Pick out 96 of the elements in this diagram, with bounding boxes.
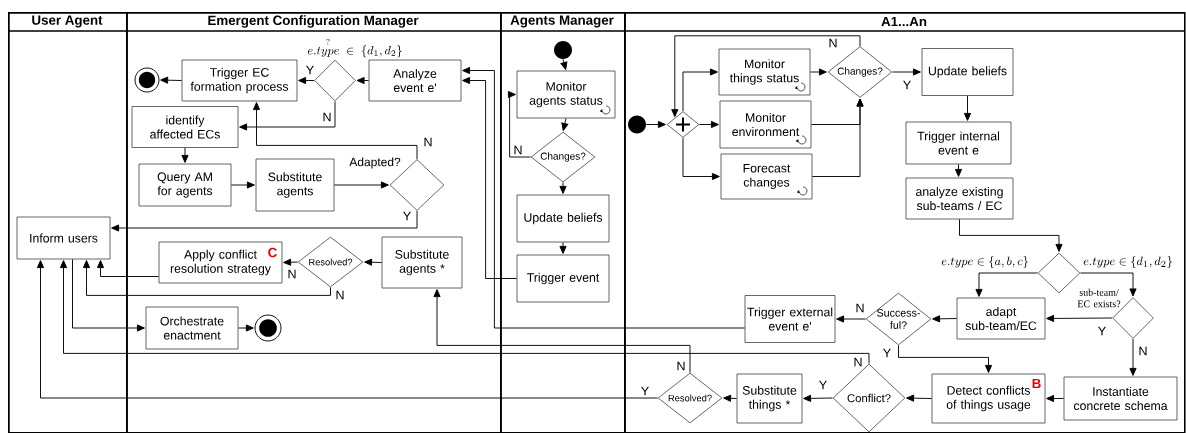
arrow (811, 98, 864, 177)
arrow (1079, 272, 1137, 297)
end-node (254, 314, 282, 342)
arrow (1046, 314, 1113, 322)
decision-label: Adapted? (349, 157, 401, 169)
process-box: Substitute agents (255, 158, 335, 212)
arrow (356, 76, 370, 85)
process-box: identify affected ECs (131, 106, 239, 148)
arrow (559, 241, 567, 254)
arrow (462, 66, 746, 329)
edge-label: N (675, 360, 687, 372)
arrow (160, 76, 183, 84)
corner-letter: B (1032, 378, 1041, 389)
process-box: Substitute things * (736, 373, 803, 424)
decision-diamond (1037, 252, 1081, 294)
arrow (364, 258, 383, 266)
arrow (560, 58, 568, 70)
decision-label: sub-team/ EC exists? (1077, 288, 1121, 308)
process-box: Monitor agents status (516, 70, 616, 119)
process-box: Update beliefs (516, 194, 610, 243)
arrow (72, 258, 145, 332)
process-box: Trigger EC formation process (181, 59, 298, 102)
arrow (959, 218, 1063, 252)
arrow (239, 100, 336, 131)
arrow (803, 394, 834, 402)
decision-label: $e.\overset{?}{type} \in \{d_1, d_2\}$ (307, 38, 402, 58)
arrow (682, 68, 718, 112)
arrow (507, 90, 532, 158)
process-box: Analyze event e' (368, 59, 462, 102)
process-box: analyze existing sub-teams / EC (905, 177, 1014, 220)
arrow (975, 272, 1039, 297)
edge-label: Y (882, 347, 893, 359)
process-box: adapt sub-team/EC (956, 297, 1046, 340)
edge-label: N (1137, 345, 1149, 357)
edge-label: N (827, 37, 839, 49)
edge-label: N (854, 302, 866, 314)
arrow (462, 76, 518, 279)
start-node (628, 115, 646, 134)
edge-label: $e.type \in \{d_1, d_2\}$ (1082, 255, 1174, 269)
arrow (891, 68, 921, 76)
edge-label: N (422, 136, 434, 148)
arrow (698, 120, 719, 129)
arrow (283, 258, 299, 266)
arrow (836, 315, 867, 323)
arrow (1129, 338, 1137, 376)
arrow (333, 181, 389, 189)
edge-label: N (334, 289, 346, 301)
arrow (559, 181, 567, 194)
start-node (554, 41, 572, 59)
process-box: Trigger external event e' (744, 295, 836, 343)
arrow (561, 117, 569, 131)
arrow (809, 68, 827, 76)
process-box: Monitor environment (719, 100, 812, 149)
edge-label: Y (402, 210, 413, 222)
process-box: Inform users (16, 216, 111, 260)
arrow (82, 260, 331, 296)
arrow (252, 102, 418, 160)
edge-label: $e.type \in \{a, b, c\}$ (940, 255, 1030, 269)
process-box: Monitor things status (718, 48, 811, 96)
arrow (237, 324, 254, 332)
edge-label: Y (902, 79, 913, 91)
arrow (433, 289, 691, 374)
process-box: Query AM for agents (138, 163, 232, 207)
arrow (906, 394, 933, 402)
process-box: Trigger event (516, 254, 610, 303)
arrow (59, 260, 870, 365)
arrow (963, 95, 972, 121)
process-box: Update beliefs (921, 48, 1014, 96)
arrow (298, 76, 315, 85)
edge-label: Y (305, 64, 316, 76)
arrow (111, 210, 418, 232)
arrow (96, 260, 160, 277)
arrow (645, 120, 666, 129)
end-node (134, 67, 160, 93)
process-box: Trigger internal event e (905, 121, 1012, 165)
edge-label: N (286, 268, 298, 280)
edge-label: Y (818, 379, 829, 391)
arrow (1046, 394, 1065, 403)
edge-label: N (321, 111, 333, 123)
edge-label: Y (1097, 325, 1108, 337)
process-box: Instantiate concrete schema (1063, 376, 1178, 421)
arrow (36, 260, 659, 399)
process-box: Forecast changes (720, 153, 813, 200)
process-box: Orchestrate enactment (145, 306, 239, 350)
arrow (682, 137, 720, 181)
arrow (932, 315, 958, 323)
edge-label: N (512, 144, 524, 156)
arrow (898, 344, 993, 373)
arrow (181, 147, 189, 163)
arrow (723, 394, 738, 402)
arrow (230, 181, 255, 189)
gateway-diamond (666, 111, 700, 138)
edge-label: Y (640, 385, 651, 397)
arrow (954, 163, 963, 177)
process-box: Substitute agents * (381, 236, 463, 289)
arrow (671, 35, 861, 118)
